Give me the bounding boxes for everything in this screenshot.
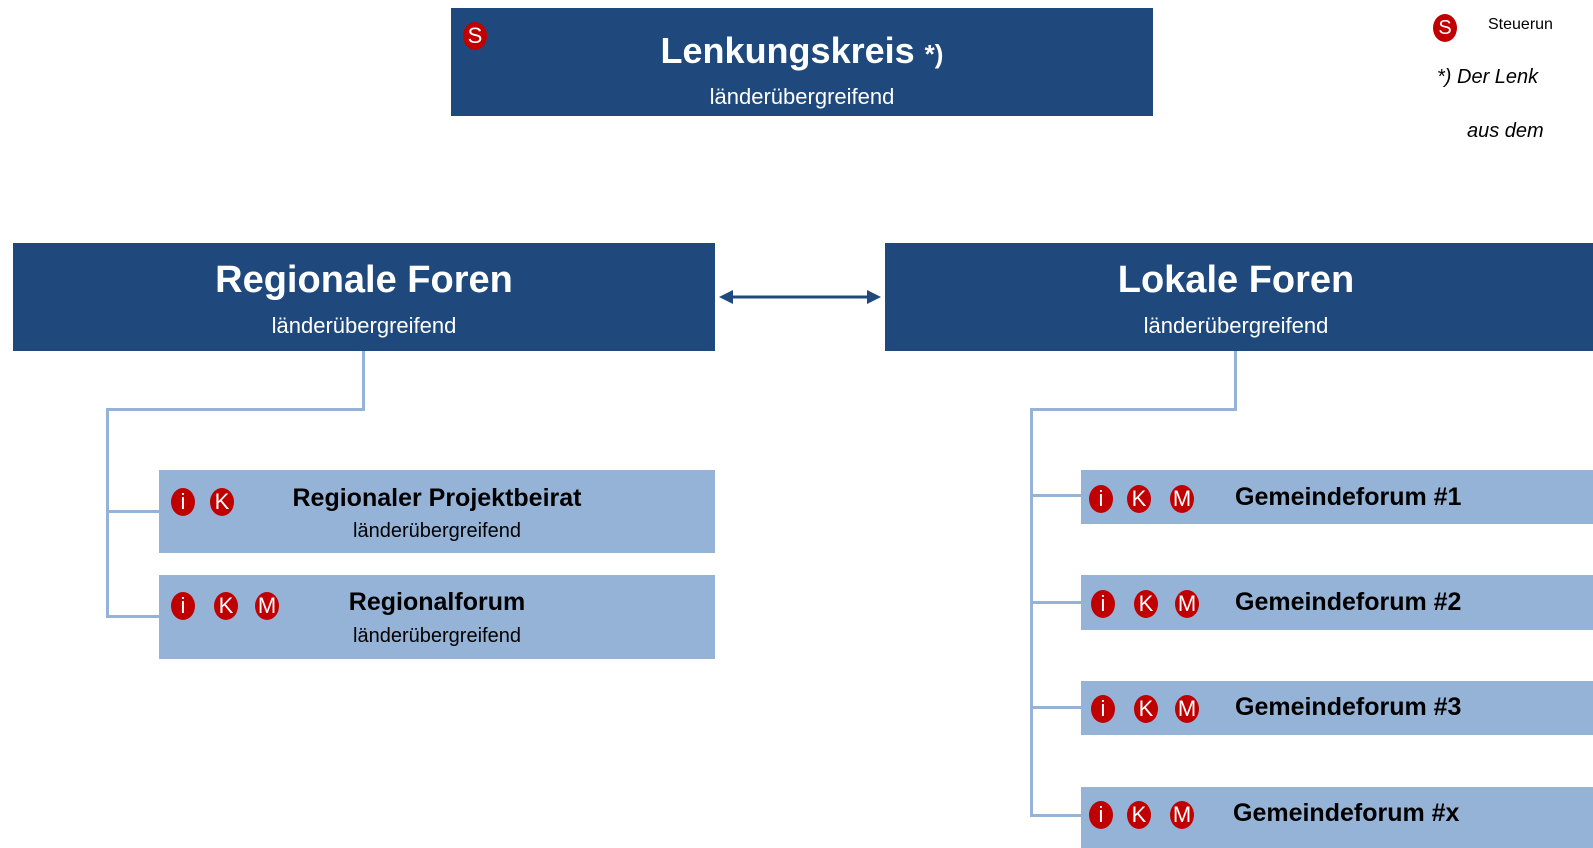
info-badge: i	[171, 488, 195, 516]
regionale-connector-branch-1	[106, 510, 160, 513]
gemeindeforum-x-box: i K M Gemeindeforum #x	[1081, 787, 1593, 848]
m-badge: M	[255, 592, 279, 620]
lokale-connector-top	[1030, 408, 1237, 411]
lokale-connector-branch-2	[1030, 601, 1082, 604]
regionaler-projektbeirat-box: i K Regionaler Projektbeirat länderüberg…	[159, 470, 715, 553]
gemeindeforum-x-title: Gemeindeforum #x	[1233, 799, 1460, 827]
regionalforum-subtitle: länderübergreifend	[353, 625, 521, 647]
regionale-foren-box: Regionale Foren länderübergreifend	[13, 243, 715, 351]
info-badge: i	[1089, 485, 1113, 513]
k-badge: K	[1134, 695, 1158, 723]
k-badge: K	[1127, 485, 1151, 513]
gemeindeforum-3-title: Gemeindeforum #3	[1235, 693, 1462, 721]
gemeindeforum-2-box: i K M Gemeindeforum #2	[1081, 575, 1593, 630]
lenkungskreis-subtitle: länderübergreifend	[709, 84, 895, 109]
regionale-connector-top	[106, 408, 365, 411]
gemeindeforum-3-box: i K M Gemeindeforum #3	[1081, 681, 1593, 735]
m-badge: M	[1175, 695, 1199, 723]
m-badge: M	[1170, 485, 1194, 513]
regionaler-projektbeirat-subtitle: länderübergreifend	[353, 520, 521, 542]
regionale-connector-branch-2	[106, 615, 160, 618]
regionale-connector-stem	[362, 351, 365, 411]
legend-steuerung-text: Steuerun	[1488, 16, 1553, 33]
info-badge: i	[171, 592, 195, 620]
lokale-connector-branch-1	[1030, 494, 1082, 497]
bidirectional-arrow	[719, 290, 881, 304]
regionalforum-box: i K M Regionalforum länderübergreifend	[159, 575, 715, 659]
info-badge: i	[1089, 801, 1113, 829]
m-badge: M	[1170, 801, 1194, 829]
lokale-connector-trunk	[1030, 408, 1033, 817]
gemeindeforum-1-box: i K M Gemeindeforum #1	[1081, 470, 1593, 524]
lenkungskreis-s-badge: S	[463, 22, 487, 50]
lokale-foren-subtitle: länderübergreifend	[1143, 313, 1329, 338]
lokale-connector-branch-3	[1030, 706, 1082, 709]
k-badge: K	[1134, 590, 1158, 618]
legend-steuerung-badge: S	[1433, 14, 1457, 42]
k-badge: K	[1127, 801, 1151, 829]
lokale-foren-title: Lokale Foren	[1117, 259, 1355, 301]
lenkungskreis-box: S Lenkungskreis *) länderübergreifend	[451, 8, 1153, 116]
legend-note-line1: *) Der Lenk	[1437, 66, 1539, 88]
lokale-foren-box: Lokale Foren länderübergreifend	[885, 243, 1593, 351]
regionale-foren-title: Regionale Foren	[215, 259, 513, 301]
lenkungskreis-title: Lenkungskreis	[660, 30, 915, 71]
gemeindeforum-2-title: Gemeindeforum #2	[1235, 588, 1462, 616]
lokale-connector-stem	[1234, 351, 1237, 411]
regionalforum-title: Regionalforum	[348, 588, 526, 616]
m-badge: M	[1175, 590, 1199, 618]
regionale-foren-subtitle: länderübergreifend	[271, 313, 457, 338]
legend-note-line2: aus dem	[1467, 120, 1544, 142]
gemeindeforum-1-title: Gemeindeforum #1	[1235, 483, 1462, 511]
lenkungskreis-title-suffix: *)	[924, 39, 944, 69]
k-badge: K	[210, 488, 234, 516]
info-badge: i	[1091, 695, 1115, 723]
regionaler-projektbeirat-title: Regionaler Projektbeirat	[292, 484, 582, 512]
lokale-connector-branch-4	[1030, 814, 1082, 817]
k-badge: K	[214, 592, 238, 620]
info-badge: i	[1091, 590, 1115, 618]
